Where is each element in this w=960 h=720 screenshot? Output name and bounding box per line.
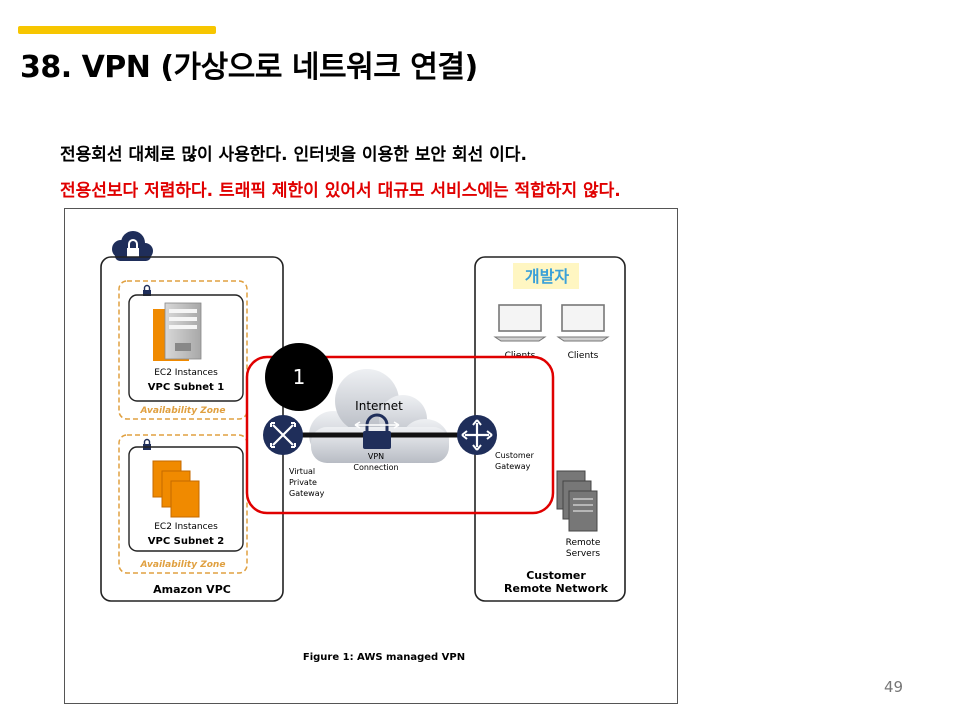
vpn-label-2: Connection (353, 463, 398, 472)
subnet-2-instances-label: EC2 Instances (154, 522, 218, 532)
availability-zone-1 (118, 280, 248, 420)
internet-label: Internet (355, 399, 403, 413)
vpc-lock-cloud-icon (112, 231, 153, 261)
page-number: 49 (884, 678, 904, 696)
vpg-label-1: Virtual (289, 467, 315, 476)
callout-number: 1 (293, 365, 306, 389)
remote-servers-label-2: Servers (566, 549, 601, 559)
callout-circle (265, 343, 333, 411)
remote-servers-label-1: Remote (566, 538, 601, 548)
subnet-1-instances-label: EC2 Instances (154, 368, 218, 378)
vpn-connection-highlight (245, 355, 555, 515)
amazon-vpc-label: Amazon VPC (153, 583, 231, 596)
description-line-1: 전용회선 대체로 많이 사용한다. 인터넷을 이용한 보안 회선 이다. (60, 145, 527, 165)
vpn-lock-icon (354, 413, 400, 449)
vpg-label-3: Gateway (289, 489, 325, 498)
figure-caption: Figure 1: AWS managed VPN (303, 652, 465, 663)
description-line-2: 전용선보다 저렴하다. 트래픽 제한이 있어서 대규모 서비스에는 적합하지 않… (60, 181, 621, 201)
ec2-instance-server-icon (153, 302, 202, 361)
client-computer-icon-2 (556, 304, 610, 342)
vpn-diagram-figure: Amazon VPC EC2 Instances VPC Subnet 1 Av… (64, 208, 678, 704)
customer-network-label-2: Remote Network (504, 582, 609, 595)
availability-zone-2 (118, 434, 248, 574)
client-computer-icon (493, 304, 547, 342)
customer-gateway-router-icon (457, 415, 497, 455)
subnet-2-label: VPC Subnet 2 (148, 536, 225, 547)
vpg-label-2: Private (289, 478, 317, 487)
client-2-label: Clients (568, 351, 599, 361)
developer-label: 개발자 (525, 267, 569, 286)
title-accent-bar (18, 26, 216, 34)
customer-gateway-label-2: Gateway (495, 462, 531, 471)
subnet-1-label: VPC Subnet 1 (148, 382, 225, 393)
customer-gateway-label-1: Customer (495, 451, 535, 460)
virtual-private-gateway-router-icon (263, 415, 303, 455)
slide-title: 38. VPN (가상으로 네트워크 연결) (20, 50, 478, 85)
zone-2-label: Availability Zone (140, 560, 226, 570)
zone-1-lock-icon (143, 284, 151, 296)
vpc-subnet-1-box (128, 294, 244, 402)
ec2-instances-icon (152, 460, 200, 518)
vpn-label-1: VPN (368, 452, 384, 461)
vpc-subnet-2-box (128, 446, 244, 552)
vpn-diagram: Amazon VPC EC2 Instances VPC Subnet 1 Av… (100, 231, 626, 663)
zone-1-label: Availability Zone (140, 406, 226, 416)
developer-highlight (513, 263, 579, 289)
zone-2-lock-icon (143, 438, 151, 450)
remote-servers-icon (556, 470, 598, 532)
customer-network-label-1: Customer (526, 569, 586, 582)
